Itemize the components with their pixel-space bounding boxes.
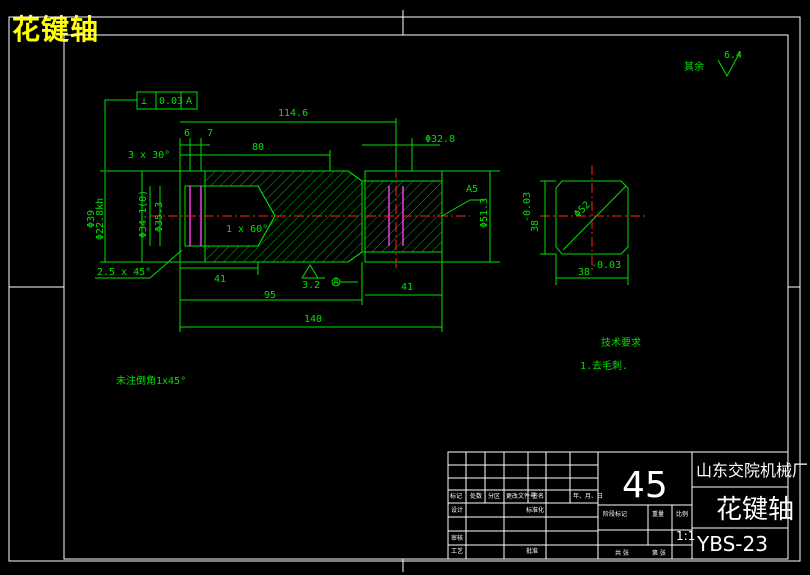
tb-row-approve: 批准: [526, 547, 538, 555]
tb-hdr-0: 标记: [450, 492, 462, 500]
dim-phi-right: Φ51.3: [479, 198, 490, 228]
dim-41-left: 41: [214, 274, 226, 285]
dim-phi-inner2: Φ34.1(0): [138, 190, 149, 238]
section-height: 38: [530, 220, 541, 232]
tb-sheet-no: 第 张: [652, 549, 666, 557]
tb-drawing-no: YBS-23: [696, 532, 768, 556]
dim-80: 80: [252, 142, 264, 153]
tb-sheet-total: 共 张: [615, 549, 629, 557]
section-width-tol: -0.03: [591, 260, 621, 271]
tb-company: 山东交院机械厂: [696, 461, 808, 480]
dim-140: 140: [304, 314, 322, 325]
cross-section-view: [540, 165, 645, 285]
tb-hdr-3: 更改文件号: [506, 492, 536, 500]
overlay-title: 花键轴: [12, 13, 100, 46]
dim-phi-left2: Φ22.8kh: [95, 198, 106, 240]
tolerance-frame: ⊥ 0.03 A: [104, 91, 198, 170]
tb-hdr-4: 签名: [532, 492, 544, 500]
tb-hdr-2: 分区: [488, 492, 500, 500]
tb-material: 45: [622, 465, 668, 506]
dim-7: 7: [207, 128, 213, 139]
dim-cone: 1 x 60°: [226, 224, 268, 235]
section-height-tol: -0.03: [522, 192, 533, 222]
dim-chamfer-top: 3 x 30°: [128, 150, 170, 161]
datum-a: A: [333, 277, 339, 288]
tb-scale-label: 比例: [676, 510, 688, 518]
outer-border: [8, 16, 801, 562]
tech-req-title: 技术要求: [601, 336, 641, 349]
small-note: 未注倒角1x45°: [116, 374, 186, 387]
roughness-mid: 3.2: [302, 280, 320, 291]
dim-phi-left: Φ39: [86, 210, 97, 228]
dimension-lines: [95, 118, 500, 332]
tb-row-process: 工艺: [451, 547, 463, 555]
surface-note-value: 6.4: [724, 50, 742, 61]
tb-row-std: 标准化: [526, 506, 544, 514]
dim-overall-top: 114.6: [278, 108, 308, 119]
tol-symbol: ⊥: [141, 96, 147, 107]
tb-scale: 1:1: [676, 529, 695, 543]
tb-hdr-1: 处数: [470, 492, 482, 500]
tech-req-item1: 1.去毛刺.: [580, 360, 628, 372]
tb-row-design: 设计: [451, 506, 463, 514]
tb-part-name: 花键轴: [716, 495, 794, 525]
dim-6: 6: [184, 128, 190, 139]
tb-row-review: 审核: [451, 534, 463, 542]
dim-a5: A5: [466, 184, 478, 195]
dim-95: 95: [264, 290, 276, 301]
tb-hdr-5: 年、月、日: [573, 492, 603, 500]
section-diameter: Φ52: [572, 200, 593, 221]
dim-small-top: Φ32.8: [425, 134, 455, 145]
tb-weight-label: 重量: [652, 510, 664, 518]
roughness-symbol: [717, 51, 741, 78]
tb-stage-label: 阶段标记: [603, 510, 627, 518]
tol-datum: A: [186, 96, 192, 107]
tol-value: 0.03: [159, 96, 183, 107]
inner-frame: [63, 34, 789, 560]
dim-chamfer-bottom: 2.5 x 45°: [97, 267, 151, 278]
title-block: [447, 451, 789, 560]
section-width: 38: [578, 267, 590, 278]
dim-phi-inner: Φ35.3: [154, 202, 165, 232]
dim-41-right: 41: [401, 282, 413, 293]
part-section-view: [150, 150, 470, 270]
surface-note-label: 其余: [684, 60, 704, 73]
